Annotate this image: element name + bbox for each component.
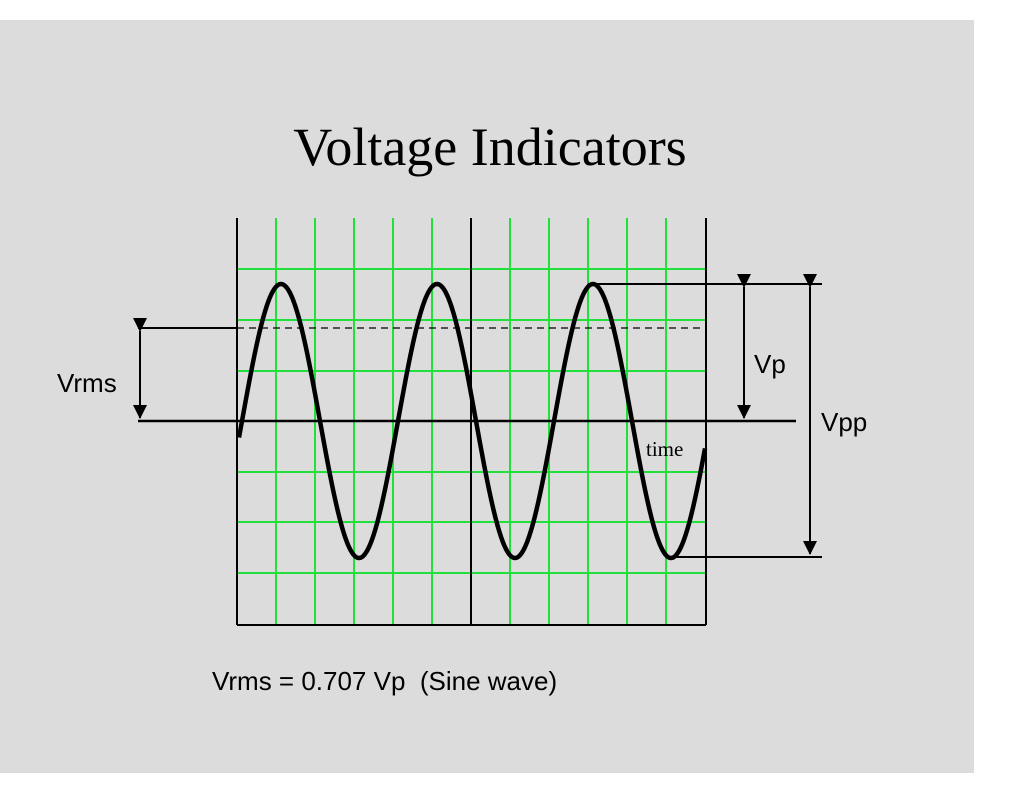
- slide-title: Voltage Indicators: [293, 117, 687, 177]
- reference-lines: [138, 283, 822, 558]
- measurement-arrows: [133, 274, 817, 555]
- time-axis-label: time: [646, 437, 683, 461]
- vp-label: Vp: [754, 349, 786, 379]
- vpp-label: Vpp: [821, 407, 867, 437]
- sine-wave: [236, 281, 708, 561]
- rms-formula: Vrms = 0.707 Vp (Sine wave): [212, 666, 558, 696]
- vrms-label: Vrms: [57, 368, 117, 398]
